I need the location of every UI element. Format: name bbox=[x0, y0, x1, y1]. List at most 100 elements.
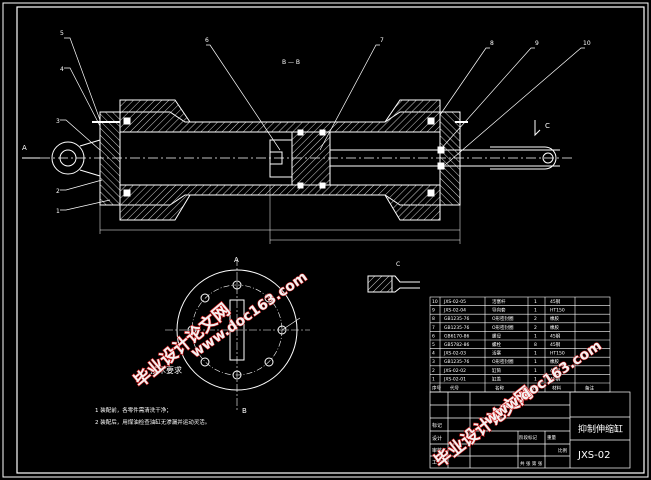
row-2-no: 8 bbox=[432, 316, 435, 322]
bolt-hole-3 bbox=[277, 325, 287, 335]
tb-stage-label: 阶段标记 bbox=[519, 434, 537, 441]
row-6-code: JXS-02-03 bbox=[443, 351, 466, 357]
arrow-c-label: C bbox=[545, 122, 550, 130]
row-5-code: GB5782-86 bbox=[444, 342, 470, 348]
tb-weight-label: 重量 bbox=[547, 434, 556, 441]
rod-end-eye bbox=[490, 146, 557, 170]
bolt-hole-2 bbox=[264, 293, 274, 303]
tb-scale-label: 比例 bbox=[558, 447, 567, 454]
row-4-qty: 1 bbox=[534, 333, 537, 339]
callout-5: 5 bbox=[60, 30, 64, 37]
header-remark: 备注 bbox=[585, 385, 594, 392]
callout-10: 10 bbox=[583, 40, 591, 47]
callout-4: 4 bbox=[60, 66, 64, 73]
callout-leaders bbox=[60, 37, 585, 211]
row-3-no: 7 bbox=[432, 325, 435, 331]
tb-mark-label: 标记 bbox=[432, 422, 442, 429]
tech-requirements: 技术要求 1 装配前，各零件需清洗干净； 2 装配后，用煤油检查油缸无渗漏并运动… bbox=[95, 365, 210, 426]
row-0-qty: 1 bbox=[534, 299, 537, 305]
seal-7 bbox=[297, 182, 304, 189]
row-8-name: 缸筒 bbox=[492, 367, 501, 374]
row-5-qty: 8 bbox=[534, 342, 537, 348]
seal-9 bbox=[437, 146, 445, 154]
end-view-a bbox=[165, 258, 310, 410]
row-2-name: O形密封圈 bbox=[492, 315, 514, 322]
row-8-mat: 45钢 bbox=[550, 367, 561, 374]
rod-end-hole bbox=[542, 152, 554, 164]
row-4-code: GB6170-86 bbox=[444, 333, 470, 339]
row-0-name: 活塞杆 bbox=[492, 298, 506, 305]
bolt-hole-5 bbox=[232, 370, 242, 380]
callout-1: 1 bbox=[56, 208, 60, 215]
callout-2: 2 bbox=[56, 188, 60, 195]
row-4-no: 6 bbox=[432, 333, 435, 339]
row-7-code: GB1235-76 bbox=[444, 359, 470, 365]
row-7-qty: 1 bbox=[534, 359, 537, 365]
rod-end bbox=[480, 149, 490, 167]
row-9-name: 缸盖 bbox=[492, 375, 501, 382]
inner-bush bbox=[269, 139, 293, 178]
row-9-mat: 45钢 bbox=[550, 375, 561, 382]
detail-c-label: C bbox=[396, 261, 400, 268]
tb-review-label: 审核 bbox=[432, 447, 442, 454]
bolt-hole-4 bbox=[264, 357, 274, 367]
row-8-code: JXS-02-02 bbox=[443, 368, 466, 374]
header-mat: 材料 bbox=[552, 385, 561, 392]
end-view-a-label: A bbox=[234, 256, 239, 264]
title-block bbox=[429, 391, 631, 469]
parts-list-table bbox=[429, 296, 611, 393]
tech-req-item-1: 1 装配前，各零件需清洗干净； bbox=[95, 406, 172, 414]
bolt-hole-6 bbox=[200, 357, 210, 367]
row-4-mat: 45钢 bbox=[550, 332, 561, 339]
row-3-name: O形密封圈 bbox=[492, 324, 514, 331]
wall-bottom-hatch bbox=[119, 184, 441, 221]
title-block-text: 标记 设计 审核 工艺 阶段标记 重量 比例 共 张 第 张 抑制伸缩缸 JXS… bbox=[432, 422, 623, 467]
tech-req-item-2: 2 装配后，用煤油检查油缸无渗漏并运动灵活。 bbox=[95, 418, 210, 426]
row-3-code: GB1235-76 bbox=[444, 325, 470, 331]
bolt-hole-1 bbox=[232, 280, 242, 290]
rod-nut bbox=[269, 151, 283, 165]
tech-req-heading: 技术要求 bbox=[150, 365, 182, 375]
piston-rod bbox=[330, 149, 560, 167]
arrow-a-label: A bbox=[22, 144, 27, 152]
seal-1 bbox=[123, 117, 131, 125]
row-5-no: 5 bbox=[432, 342, 435, 348]
row-6-qty: 1 bbox=[534, 351, 537, 357]
row-8-qty: 1 bbox=[534, 368, 537, 374]
row-2-qty: 2 bbox=[534, 316, 537, 322]
arrow-c-mark bbox=[534, 120, 541, 137]
clevis-hole bbox=[59, 149, 77, 167]
inner-border bbox=[16, 6, 645, 474]
callout-9: 9 bbox=[535, 40, 539, 47]
row-3-mat: 橡胶 bbox=[550, 324, 559, 331]
bolt-hole-7 bbox=[187, 325, 197, 335]
row-0-code: JXS-02-05 bbox=[443, 299, 466, 305]
callout-7: 7 bbox=[380, 37, 384, 44]
seal-5 bbox=[297, 129, 304, 136]
header-no: 序号 bbox=[432, 385, 441, 392]
row-9-qty: 1 bbox=[534, 376, 537, 382]
seal-3 bbox=[427, 117, 435, 125]
row-1-code: JXS-02-04 bbox=[443, 308, 466, 314]
clevis-slot bbox=[229, 299, 245, 361]
row-7-name: O形密封圈 bbox=[492, 358, 514, 365]
wall-top-hatch bbox=[119, 99, 441, 133]
tb-process-label: 工艺 bbox=[432, 460, 442, 466]
row-7-no: 3 bbox=[432, 359, 435, 365]
row-1-mat: HT150 bbox=[550, 308, 565, 314]
left-end-cap bbox=[99, 111, 121, 206]
part-name: 抑制伸缩缸 bbox=[578, 423, 623, 435]
detail-view-c bbox=[367, 275, 420, 293]
callout-8: 8 bbox=[490, 40, 494, 47]
row-6-mat: HT150 bbox=[550, 351, 565, 357]
bolt-hole-8 bbox=[200, 293, 210, 303]
row-6-no: 4 bbox=[432, 351, 435, 357]
seal-10 bbox=[437, 162, 445, 170]
clevis-eye bbox=[51, 141, 85, 175]
header-qty: 数量 bbox=[530, 385, 539, 392]
callout-3: 3 bbox=[56, 118, 60, 125]
row-0-no: 10 bbox=[432, 299, 438, 305]
tb-sheet-label: 共 张 第 张 bbox=[520, 460, 543, 467]
row-3-qty: 2 bbox=[534, 325, 537, 331]
